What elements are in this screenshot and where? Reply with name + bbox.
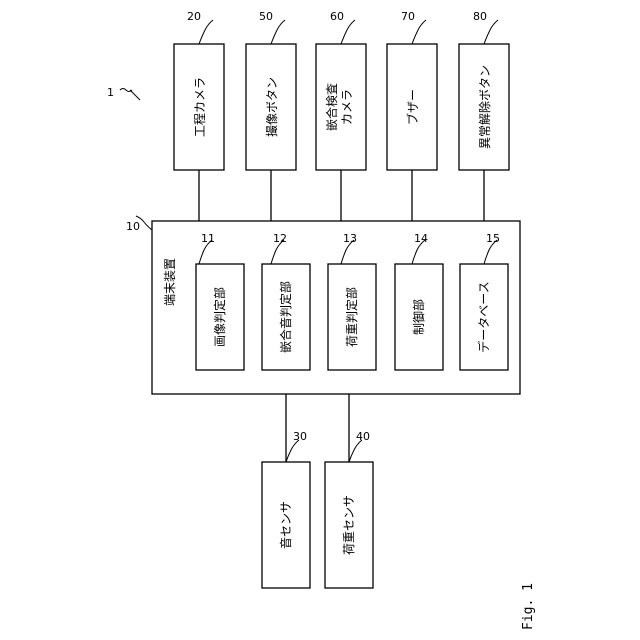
sensor-load-label: 荷重センサ xyxy=(342,495,356,555)
unit-fit-sound-judgment-ref: 12 xyxy=(273,232,287,245)
device-fit-inspection-camera-ref: 60 xyxy=(330,10,344,23)
unit-load-judgment-label: 荷重判定部 xyxy=(344,287,359,347)
unit-image-judgment-ref: 11 xyxy=(201,232,215,245)
unit-fit-sound-judgment-label: 嵌合音判定部 xyxy=(278,281,293,353)
device-capture-button-label: 撮像ボタン xyxy=(265,77,279,137)
terminal-device-ref: 10 xyxy=(126,220,140,233)
sensor-load-ref: 40 xyxy=(356,430,370,443)
device-error-reset-button: 異常解除ボタン 80 xyxy=(459,10,509,170)
unit-load-judgment-ref: 13 xyxy=(343,232,357,245)
device-capture-button-ref: 50 xyxy=(259,10,273,23)
device-error-reset-button-label: 異常解除ボタン xyxy=(477,65,492,149)
figure-ref-number: 1 xyxy=(107,86,114,99)
figure-caption: Fig. 1 xyxy=(521,583,536,630)
unit-image-judgment-label: 画像判定部 xyxy=(212,287,227,347)
device-fit-inspection-camera: 嵌合検査 カメラ 60 xyxy=(316,10,366,170)
unit-database-ref: 15 xyxy=(486,232,500,245)
terminal-device: 端末装置 10 画像判定部 11 嵌合音判定部 12 荷重判定部 13 制御部 … xyxy=(126,216,520,394)
device-process-camera: 工程カメラ 20 xyxy=(174,10,224,170)
unit-database-label: データベース xyxy=(476,281,491,352)
device-buzzer-label: ブザー xyxy=(405,89,420,125)
device-buzzer: ブザー 70 xyxy=(387,10,437,170)
device-error-reset-button-ref: 80 xyxy=(473,10,487,23)
unit-controller-label: 制御部 xyxy=(411,299,426,335)
device-capture-button: 撮像ボタン 50 xyxy=(246,10,296,170)
figure-ref: 1 xyxy=(107,86,140,100)
device-fit-inspection-camera-label-1: 嵌合検査 xyxy=(324,83,339,131)
unit-controller-ref: 14 xyxy=(414,232,428,245)
device-process-camera-label: 工程カメラ xyxy=(192,77,207,137)
device-buzzer-ref: 70 xyxy=(401,10,415,23)
device-process-camera-ref: 20 xyxy=(187,10,201,23)
sensor-sound-label: 音センサ xyxy=(278,501,293,549)
device-fit-inspection-camera-label-2: カメラ xyxy=(340,89,354,125)
terminal-device-label: 端末装置 xyxy=(163,258,177,306)
sensor-sound-ref: 30 xyxy=(293,430,307,443)
